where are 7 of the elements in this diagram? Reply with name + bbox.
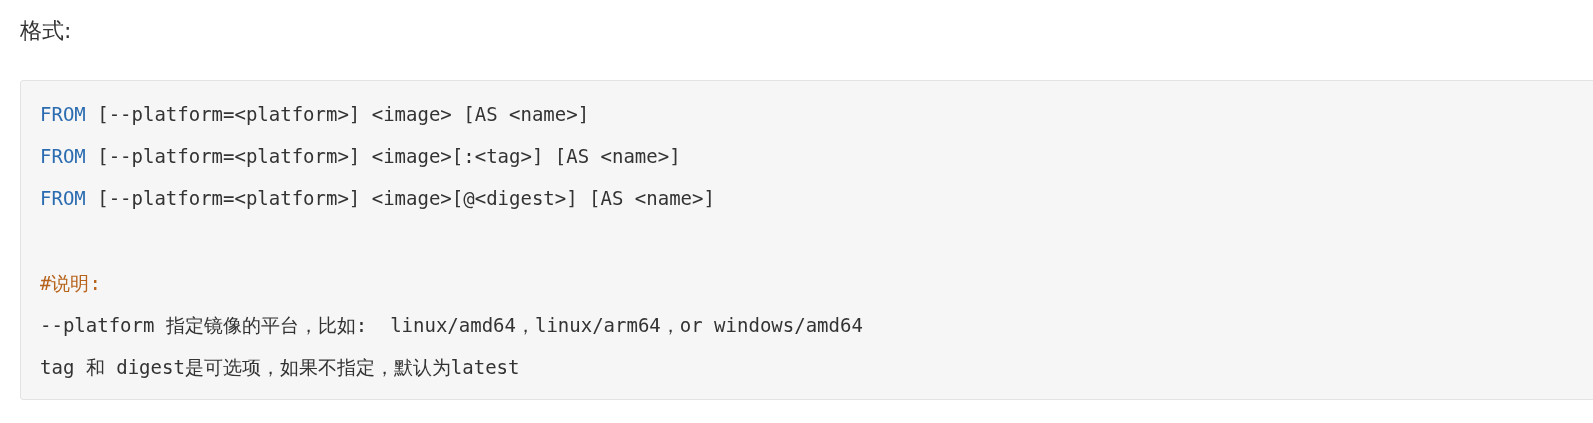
- code-line: FROM [--platform=<platform>] <image>[@<digest>] [AS <name>]: [40, 187, 715, 209]
- code-comment: #说明:: [40, 271, 101, 296]
- code-line: --platform 指定镜像的平台，比如: linux/amd64，linux/arm64，or windows/amd64: [40, 313, 863, 338]
- code-line: tag 和 digest是可选项，如果不指定，默认为latest: [40, 355, 520, 380]
- code-line: FROM [--platform=<platform>] <image>[:<tag>] [AS <name>]: [40, 145, 681, 167]
- code-line: FROM [--platform=<platform>] <image> [AS <name>]: [40, 103, 590, 125]
- heading: 格式:: [20, 17, 72, 45]
